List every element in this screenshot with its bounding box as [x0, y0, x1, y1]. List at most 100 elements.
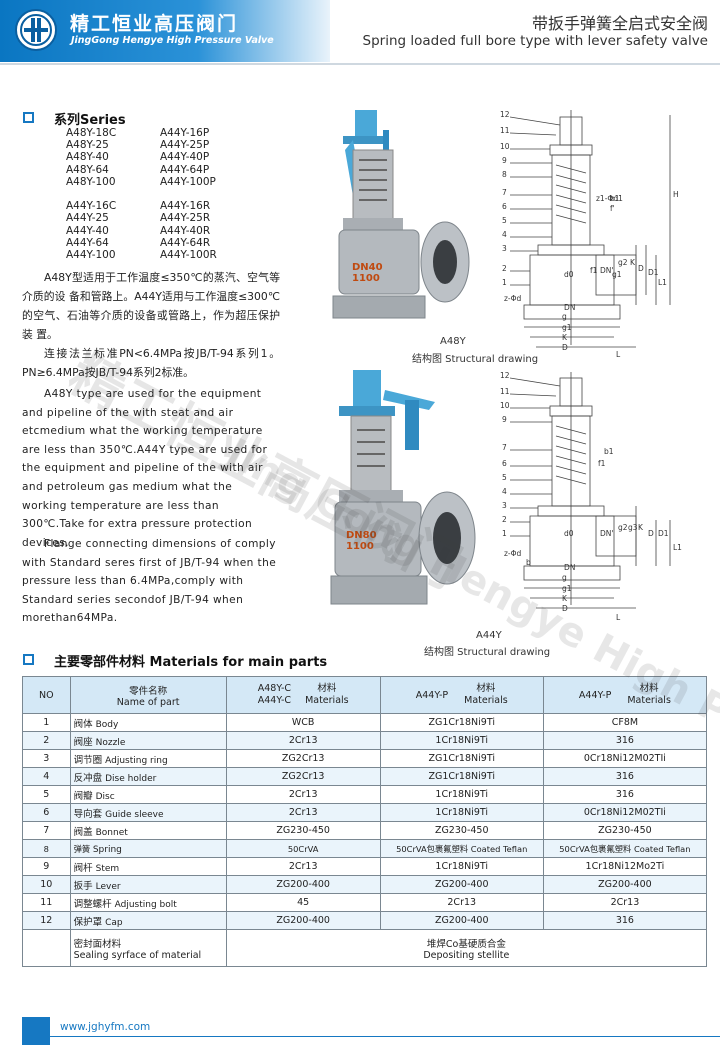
svg-text:D1: D1 — [648, 268, 659, 277]
table-cell: 2Cr13 — [225, 731, 381, 750]
drawing-subcaption-a48y: 结构图 Structural drawing — [412, 354, 539, 365]
table-cell: 阀座 Nozzle — [69, 731, 227, 750]
table-cell: ZG230-450 — [379, 821, 544, 840]
col-header-m3-cn: 材料 — [639, 683, 659, 694]
svg-text:g1: g1 — [612, 270, 622, 279]
svg-text:z-Φd: z-Φd — [504, 549, 522, 558]
row-material-3: 0Cr18Ni12M02TIi — [583, 807, 666, 818]
row-material-1: 2Cr13 — [288, 861, 318, 872]
table-cell: ZG1Cr18Ni9Ti — [379, 713, 544, 732]
table-cell: ZG200-400 — [379, 911, 544, 930]
row-material-2: 1Cr18Ni9Ti — [435, 861, 489, 872]
row-material-3: ZG230-450 — [598, 825, 652, 836]
svg-text:H: H — [673, 190, 679, 199]
row-part-cn: 保护罩 — [73, 916, 103, 928]
svg-text:g2: g2 — [618, 258, 628, 267]
seal-value-cn: 堆焊Co基硬质合金 — [426, 938, 506, 950]
table-cell: 保护罩 Cap — [69, 911, 227, 930]
row-part-cn: 扳手 — [73, 880, 93, 892]
description-cn-1: A48Y型适用于工作温度≤350℃的蒸汽、空气等介质的设 备和管路上。A44Y适… — [22, 271, 280, 341]
row-part-cn: 阀盖 — [73, 826, 93, 838]
table-cell: 2Cr13 — [542, 893, 708, 912]
row-part-cn: 阀体 — [73, 718, 93, 730]
row-part-en: Spring — [92, 844, 122, 855]
description-cn-2: 连接法兰标准PN<6.4MPa按JB/T-94系列1。PN≥6.4MPa按JB/… — [22, 347, 280, 379]
row-material-3: CF8M — [611, 717, 639, 728]
svg-text:4: 4 — [502, 230, 507, 239]
table-cell: ZG200-400 — [542, 875, 708, 894]
table-cell: 1 — [22, 713, 71, 732]
table-cell: 7 — [22, 821, 71, 840]
row-material-1: ZG200-400 — [276, 915, 330, 926]
table-cell: 2 — [22, 731, 71, 750]
col-header-m3-en: Materials — [627, 695, 671, 706]
row-no: 7 — [43, 825, 50, 836]
svg-text:12: 12 — [500, 110, 510, 119]
svg-text:12: 12 — [500, 371, 510, 380]
col-header-part: 零件名称 Name of part — [69, 676, 227, 714]
svg-text:D: D — [562, 604, 568, 613]
svg-text:g1: g1 — [562, 584, 572, 593]
valve-photo-a48y — [332, 110, 470, 319]
row-part-en: Guide sleeve — [105, 809, 164, 820]
table-cell: 3 — [22, 749, 71, 768]
table-cell: 11 — [22, 893, 71, 912]
row-material-2: ZG200-400 — [434, 879, 489, 890]
table-cell: ZG1Cr18Ni9Ti — [379, 749, 544, 768]
col-header-m2-en: Materials — [464, 695, 508, 706]
col-header-no: NO — [22, 676, 71, 714]
row-part-cn: 导向套 — [73, 808, 103, 820]
table-cell: 调节圈 Adjusting ring — [69, 749, 227, 768]
table-cell: 导向套 Guide sleeve — [69, 803, 227, 822]
row-no: 6 — [43, 807, 50, 818]
row-material-3: 50CrVA包裹氟塑料 Coated Teflan — [559, 843, 691, 854]
row-material-2: 1Cr18Ni9Ti — [435, 789, 489, 800]
svg-text:10: 10 — [500, 401, 510, 410]
seal-no-cell — [22, 929, 71, 967]
table-cell: 反冲盘 Dise holder — [69, 767, 227, 786]
table-cell: ZG200-400 — [379, 875, 544, 894]
table-cell: 5 — [22, 785, 71, 804]
svg-text:f': f' — [610, 204, 615, 213]
table-cell: 1Cr18Ni9Ti — [379, 731, 544, 750]
col-header-m2-model: A44Y-P — [415, 689, 449, 701]
table-cell: 1Cr18Ni9Ti — [379, 857, 544, 876]
svg-text:2: 2 — [502, 515, 507, 524]
col-header-part-en: Name of part — [116, 696, 180, 708]
svg-text:11: 11 — [500, 387, 510, 396]
row-material-1: WCB — [291, 717, 315, 728]
svg-text:b1: b1 — [610, 194, 620, 203]
table-cell: 8 — [22, 839, 71, 858]
table-cell: 扳手 Lever — [69, 875, 227, 894]
svg-text:5: 5 — [502, 216, 507, 225]
row-material-1: 50CrVA — [287, 843, 319, 854]
row-part-en: Adjusting ring — [105, 755, 168, 766]
svg-text:9: 9 — [502, 415, 507, 424]
svg-text:6: 6 — [502, 459, 507, 468]
footer-website-link[interactable]: www.jghyfm.com — [60, 1021, 151, 1033]
description-en-2: Flange connecting dimensions of comply w… — [22, 538, 277, 625]
svg-text:z1-Φd1: z1-Φd1 — [596, 194, 623, 203]
row-material-1: 45 — [297, 897, 310, 908]
section-bullet-icon — [23, 112, 34, 123]
company-logo-icon — [15, 9, 57, 51]
svg-text:D: D — [638, 264, 644, 273]
svg-text:K: K — [630, 258, 636, 267]
row-material-2: ZG1Cr18Ni9Ti — [428, 771, 495, 782]
svg-text:g2: g2 — [618, 523, 628, 532]
svg-text:d0: d0 — [564, 529, 574, 538]
svg-text:10: 10 — [500, 142, 510, 151]
row-material-2: ZG1Cr18Ni9Ti — [428, 753, 495, 764]
table-cell: 阀瓣 Disc — [69, 785, 227, 804]
table-cell: 弹簧 Spring — [69, 839, 227, 858]
row-no: 1 — [43, 717, 50, 728]
table-cell: 10 — [22, 875, 71, 894]
table-cell: ZG230-450 — [225, 821, 381, 840]
row-material-1: 2Cr13 — [288, 789, 318, 800]
